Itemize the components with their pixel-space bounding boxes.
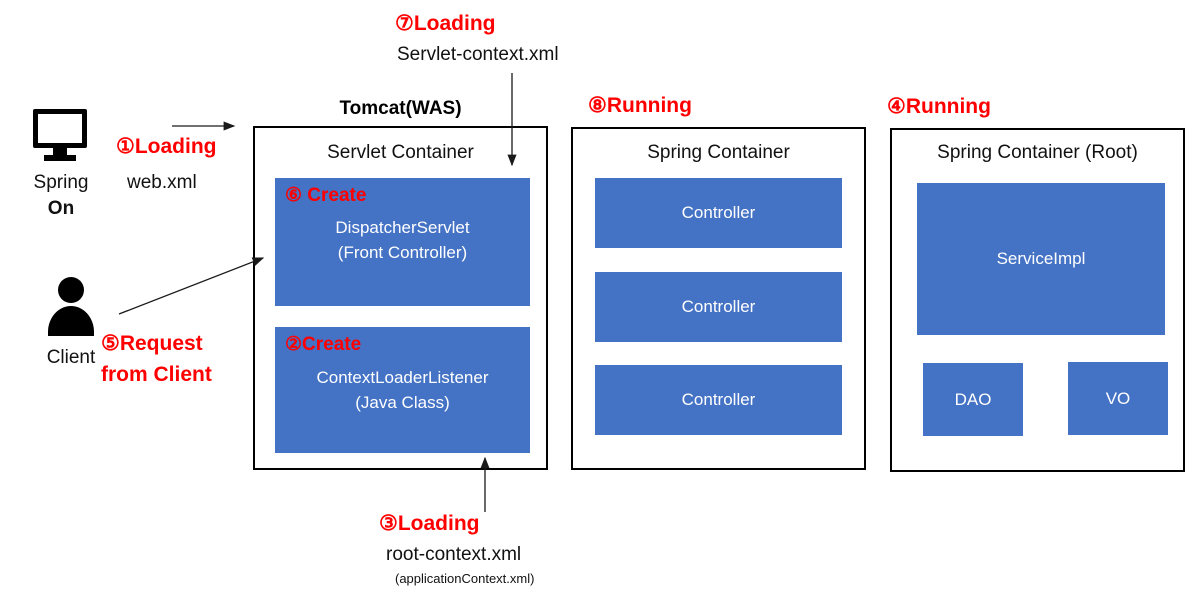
servlet-container-title: Servlet Container bbox=[327, 142, 474, 163]
spring-container-title: Spring Container bbox=[647, 142, 790, 163]
tomcat-title: Tomcat(WAS) bbox=[339, 98, 462, 119]
monitor-icon bbox=[33, 109, 87, 161]
spring-container-root-title: Spring Container (Root) bbox=[937, 142, 1138, 163]
dispatcher-servlet-name: DispatcherServlet bbox=[335, 218, 470, 237]
context-loader-listener-detail: (Java Class) bbox=[355, 393, 450, 412]
step8-running-label: ⑧Running bbox=[588, 94, 692, 117]
dispatcher-servlet-box: ⑥ Create DispatcherServlet (Front Contro… bbox=[275, 178, 530, 306]
step3-file-label: root-context.xml bbox=[386, 544, 522, 565]
step1-file-label: web.xml bbox=[127, 172, 197, 193]
dao-label: DAO bbox=[954, 389, 992, 409]
controller-1-label: Controller bbox=[681, 203, 756, 222]
dao-box: DAO bbox=[923, 363, 1023, 436]
vo-label: VO bbox=[1105, 388, 1131, 408]
controller-box-2: Controller bbox=[595, 272, 842, 342]
controller-3-label: Controller bbox=[681, 390, 756, 409]
client-icon-head bbox=[58, 277, 84, 303]
spring-on-label: Spring On bbox=[22, 170, 100, 222]
step2-create-label: ②Create bbox=[285, 334, 362, 355]
vo-box: VO bbox=[1068, 362, 1168, 435]
controller-2-label: Controller bbox=[681, 297, 756, 316]
context-loader-listener-name: ContextLoaderListener bbox=[316, 368, 489, 387]
step4-running-label: ④Running bbox=[887, 95, 991, 118]
step6-create-label: ⑥ Create bbox=[285, 185, 367, 206]
step1-loading-label: ①Loading bbox=[116, 135, 217, 158]
step7-file-label: Servlet-context.xml bbox=[397, 44, 559, 65]
controller-box-3: Controller bbox=[595, 365, 842, 435]
controller-box-1: Controller bbox=[595, 178, 842, 248]
monitor-stand bbox=[53, 148, 67, 156]
spring-container-root-box: Spring Container (Root) ServiceImpl DAO … bbox=[890, 128, 1185, 472]
step3-file-alt-label: (applicationContext.xml) bbox=[395, 571, 535, 586]
service-impl-box: ServiceImpl bbox=[917, 183, 1165, 335]
spring-container-box: Spring Container Controller Controller C… bbox=[571, 127, 866, 470]
client-label: Client bbox=[46, 347, 96, 368]
step5-line1: ⑤Request bbox=[101, 332, 203, 355]
client-icon bbox=[48, 277, 94, 337]
monitor-base bbox=[44, 155, 76, 161]
step5-line2: from Client bbox=[101, 363, 212, 386]
monitor-screen bbox=[33, 109, 87, 148]
dispatcher-servlet-detail: (Front Controller) bbox=[337, 243, 468, 262]
step3-loading-label: ③Loading bbox=[379, 512, 480, 535]
context-loader-listener-box: ②Create ContextLoaderListener (Java Clas… bbox=[275, 327, 530, 453]
service-impl-label: ServiceImpl bbox=[996, 249, 1086, 268]
spring-on-line2: On bbox=[47, 198, 75, 219]
step7-loading-label: ⑦Loading bbox=[395, 12, 496, 35]
arrow-request-from-client bbox=[118, 257, 265, 315]
servlet-container-box: Servlet Container ⑥ Create DispatcherSer… bbox=[253, 126, 548, 470]
spring-on-line1: Spring bbox=[33, 172, 89, 193]
step5-request-label: ⑤Request from Client bbox=[101, 328, 212, 390]
client-icon-body bbox=[48, 306, 94, 336]
